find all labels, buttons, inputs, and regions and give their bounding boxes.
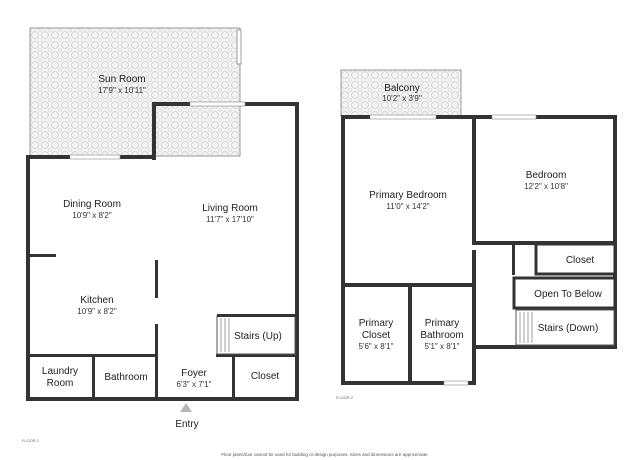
wall-foyer-closet [232,354,235,400]
f2-wall-right [613,115,617,349]
wall-bath-foyer [155,324,158,400]
bedroom-dims: 12'2" x 10'8" [524,182,568,191]
primary-closet-dims: 5'6" x 8'1" [359,342,394,351]
primary-bathroom-name-1: Primary [425,318,459,329]
f2-wall-bath-right [472,250,476,385]
foyer-dims: 6'3" x 7'1" [177,380,212,389]
living-window [189,101,246,107]
open-to-below-name: Open To Below [534,289,602,300]
wall-dining-kitchen [26,254,56,257]
f2-closet-box [534,242,617,276]
kitchen-name: Kitchen [80,295,113,306]
stairs-up-name: Stairs (Up) [234,331,282,342]
f2-wall-left [341,115,345,385]
f2-wall-bottom-right [472,345,617,349]
sun-room-dims: 17'9" x 10'11" [98,86,146,95]
primary-bedroom-name: Primary Bedroom [369,190,447,201]
f2-wall-closet-divider [408,283,412,383]
primary-bedroom-dims: 11'0" x 14'2" [386,202,429,211]
floor-1-label: FLOOR 1 [22,438,40,443]
primary-bathroom-name-2: Bathroom [420,330,463,341]
wall-laundry-bath [92,354,95,400]
f2-wall-top-right [472,115,617,119]
balcony-name: Balcony [384,83,420,94]
primary-closet-name-1: Primary [359,318,393,329]
dining-window [69,154,121,160]
bedroom-name: Bedroom [526,170,567,181]
stairs-up [216,314,297,355]
entry-label: Entry [175,419,198,430]
wall-lower-row [26,354,156,357]
laundry-room-name-2: Room [47,378,74,389]
floor-2-label: FLOOR 2 [336,395,354,400]
kitchen-dims: 10'9" x 8'2" [77,307,117,316]
f2-window-balcony [369,114,437,120]
laundry-room-name-1: Laundry [42,366,78,377]
bathroom-name: Bathroom [104,372,147,383]
stairs-down-name: Stairs (Down) [538,323,599,334]
f2-window-bathroom [443,380,469,386]
primary-closet-name-2: Closet [362,330,391,341]
f2-window-bedroom [491,114,537,120]
living-room-dims: 11'7" x 17'10" [206,215,254,224]
f2-wall-stub [512,245,515,275]
stairs-down [515,309,615,346]
primary-bathroom-dims: 5'1" x 8'1" [425,342,460,351]
balcony-dims: 10'2" x 3'9" [382,94,422,103]
f2-wall-bed-divider [472,115,476,245]
f2-closet-name: Closet [566,255,595,266]
f2-open-to-below-box [512,276,617,310]
wall-left [26,155,30,401]
wall-living-left-top [152,102,156,160]
disclaimer: Floor plans/tour cannot be used for buil… [221,452,428,457]
sun-room-floor [30,28,240,156]
dining-room-name: Dining Room [63,199,121,210]
dining-room-dims: 10'9" x 8'2" [72,211,112,220]
closet-name: Closet [251,371,280,382]
foyer-name: Foyer [181,368,207,379]
wall-closet-top [216,354,298,357]
sun-room-window [236,29,242,65]
living-room-name: Living Room [202,203,258,214]
sun-room-name: Sun Room [98,74,145,85]
floor-2: Balcony 10'2" x 3'9" Primary Bedroom 11'… [336,69,617,400]
wall-living-partial [155,260,158,298]
entry-marker-icon [180,403,192,412]
wall-right [295,102,299,401]
floor-1: Sun Room 17'9" x 10'11" Dining Room 10'9… [22,27,299,443]
wall-bottom [26,397,298,401]
